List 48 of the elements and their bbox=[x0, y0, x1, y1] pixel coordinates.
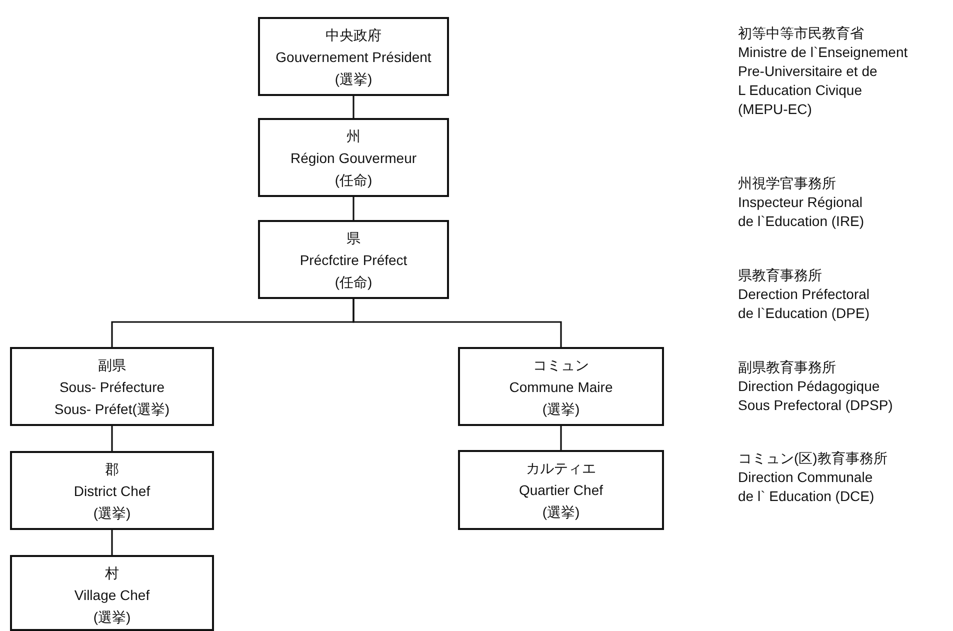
org-box bbox=[458, 347, 664, 426]
level-name: 州 bbox=[346, 127, 360, 146]
title-text: District Chef bbox=[74, 482, 150, 501]
org-box bbox=[258, 17, 449, 96]
title-text: Quartier Chef bbox=[518, 481, 604, 500]
office-name: 副県教育事務所 bbox=[738, 358, 836, 377]
org-box bbox=[10, 347, 214, 426]
title-text: Sous- Préfecture bbox=[59, 378, 165, 397]
office-name: 州視学官事務所 bbox=[738, 174, 836, 193]
title-text: Région Gouvermeur bbox=[290, 149, 417, 168]
connector-line bbox=[111, 426, 113, 451]
org-box bbox=[458, 450, 664, 530]
office-description: Inspecteur Régional de l`Education (IRE) bbox=[738, 193, 864, 231]
appointment-note: (選挙) bbox=[93, 608, 131, 627]
org-box bbox=[10, 555, 214, 631]
level-name: 中央政府 bbox=[326, 26, 382, 45]
office-description: Direction Pédagogique Sous Prefectoral (DPSP) bbox=[738, 377, 893, 415]
org-box bbox=[10, 451, 214, 530]
level-name: 村 bbox=[105, 564, 119, 583]
appointment-note: (任命) bbox=[334, 273, 372, 292]
office-description: Direction Communale de l` Education (DCE) bbox=[738, 468, 874, 506]
appointment-note: (選挙) bbox=[542, 400, 580, 419]
office-name: コミュン(区)教育事務所 bbox=[738, 449, 888, 468]
level-name: 郡 bbox=[105, 460, 119, 479]
level-name: 県 bbox=[346, 229, 360, 248]
title-text: Village Chef bbox=[74, 586, 150, 605]
appointment-note: (選挙) bbox=[334, 70, 372, 89]
connector-line bbox=[352, 197, 354, 220]
level-name: 副県 bbox=[98, 356, 126, 375]
org-box bbox=[258, 220, 449, 299]
appointment-note: Sous- Préfet(選挙) bbox=[54, 400, 170, 419]
title-text: Gouvernement Président bbox=[276, 48, 432, 67]
connector-line bbox=[111, 530, 113, 555]
level-name: コミュン bbox=[533, 356, 589, 375]
title-text: Commune Maire bbox=[509, 378, 613, 397]
appointment-note: (選挙) bbox=[542, 503, 580, 522]
title-text: Précfctire Préfect bbox=[300, 251, 408, 270]
office-name: 初等中等市民教育省 bbox=[738, 24, 864, 43]
office-description: Ministre de l`Enseignement Pre-Universitaire et de L Education Civique (MEPU-EC) bbox=[738, 43, 908, 119]
connector-line bbox=[352, 299, 562, 347]
connector-line bbox=[352, 96, 354, 118]
office-name: 県教育事務所 bbox=[738, 266, 822, 285]
appointment-note: (選挙) bbox=[93, 504, 131, 523]
appointment-note: (任命) bbox=[334, 171, 372, 190]
level-name: カルティエ bbox=[526, 459, 596, 478]
org-box bbox=[258, 118, 449, 197]
connector-line bbox=[560, 426, 562, 450]
office-description: Derection Préfectoral de l`Education (DPE) bbox=[738, 285, 870, 323]
